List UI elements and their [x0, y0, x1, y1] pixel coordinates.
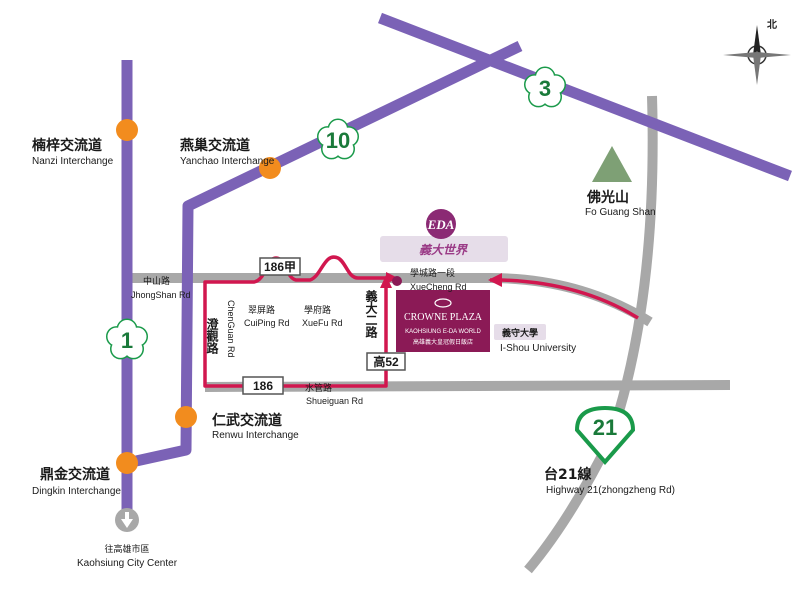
shueiguan-label-en: Shueiguan Rd [306, 396, 363, 406]
xuefu-label-en: XueFu Rd [302, 318, 343, 328]
yanchao-label-en: Yanchao Interchange [180, 156, 275, 167]
compass-north-label: 北 [767, 18, 777, 31]
dingkin-label-en: Dingkin Interchange [32, 486, 121, 497]
ishou-marker [494, 324, 546, 340]
hwy21-label-en: Highway 21(zhongzheng Rd) [546, 485, 675, 496]
svg-text:21: 21 [593, 415, 617, 440]
road-box-186: 186 [242, 376, 284, 395]
eda-world-logo: EDA 義大世界 [380, 209, 508, 262]
nanzi-label-en: Nanzi Interchange [32, 156, 114, 167]
svg-text:1: 1 [121, 328, 133, 353]
dingkin-label-zh: 鼎金交流道 [40, 466, 110, 483]
kaohsiung-label-zh: 往高雄市區 [104, 543, 149, 554]
svg-text:3: 3 [539, 76, 551, 101]
renwu-label-zh: 仁武交流道 [212, 412, 282, 429]
ishou-label-zh: 義守大學 [502, 327, 538, 338]
kaohsiung-direction-icon [115, 508, 139, 532]
route-arrow-3 [488, 273, 502, 287]
mountain-icon [592, 146, 632, 182]
interchange-markers [116, 119, 281, 474]
svg-text:義大世界: 義大世界 [419, 243, 468, 257]
chenguan-label-zh: 澄觀路 [205, 317, 219, 355]
route-badge-21: 21 [574, 405, 636, 466]
yida2-label-zh: 義大二路 [364, 289, 378, 339]
chenguan-label-en: ChenGuan Rd [226, 300, 236, 358]
crowne-plaza-hotel: CROWNE PLAZA KAOHSIUNG E-DA WORLD 高雄義大皇冠… [396, 290, 490, 352]
svg-text:186: 186 [253, 379, 273, 393]
eda-location-dot [392, 276, 402, 286]
route-arrow-2 [380, 275, 392, 288]
cuiping-label-zh: 翠屏路 [248, 304, 275, 315]
zhongshan-label-en: JhongShan Rd [131, 290, 191, 300]
renwu-label-en: Renwu Interchange [212, 430, 299, 441]
nanzi-label-zh: 楠梓交流道 [31, 137, 102, 154]
svg-text:高52: 高52 [373, 354, 399, 369]
route-arrow-1 [386, 272, 398, 284]
xuecheng-label-en: XueCheng Rd [410, 282, 467, 292]
zhongshan-label-zh: 中山路 [143, 275, 170, 286]
svg-text:KAOHSIUNG E-DA WORLD: KAOHSIUNG E-DA WORLD [405, 329, 481, 335]
road-box-186a: 186甲 [259, 257, 301, 276]
svg-text:10: 10 [326, 128, 350, 153]
xuecheng-label-zh: 學城路一段 [410, 267, 455, 278]
svg-text:高雄義大皇冠假日飯店: 高雄義大皇冠假日飯店 [413, 338, 473, 346]
compass-icon [723, 25, 791, 85]
cuiping-label-en: CuiPing Rd [244, 318, 290, 328]
nanzi-interchange-dot [116, 119, 138, 141]
yanchao-interchange-dot [259, 157, 281, 179]
road-box-52: 高52 [366, 352, 406, 371]
hwy21-label-zh: 台21線 [544, 466, 591, 483]
foguang-label-en: Fo Guang Shan [585, 207, 656, 218]
svg-text:EDA: EDA [427, 217, 455, 232]
dingkin-interchange-dot [116, 452, 138, 474]
svg-text:CROWNE PLAZA: CROWNE PLAZA [404, 312, 483, 323]
svg-text:186甲: 186甲 [264, 260, 296, 274]
ishou-label-en: I-Shou University [500, 343, 576, 354]
route-badge-3: 3 [524, 66, 566, 108]
shueiguan-label-zh: 水管路 [305, 382, 332, 393]
highway-3-line [378, 12, 792, 182]
xuefu-label-zh: 學府路 [304, 304, 331, 315]
yanchao-label-zh: 燕巢交流道 [180, 137, 250, 154]
highway-10-line [125, 41, 523, 469]
renwu-interchange-dot [175, 406, 197, 428]
route-badge-1: 1 [106, 318, 148, 360]
highway-21-line [524, 95, 658, 574]
kaohsiung-label-en: Kaohsiung City Center [77, 558, 178, 569]
route-badge-10: 10 [317, 118, 359, 160]
foguang-label-zh: 佛光山 [586, 189, 629, 206]
route-xuecheng [490, 278, 639, 320]
